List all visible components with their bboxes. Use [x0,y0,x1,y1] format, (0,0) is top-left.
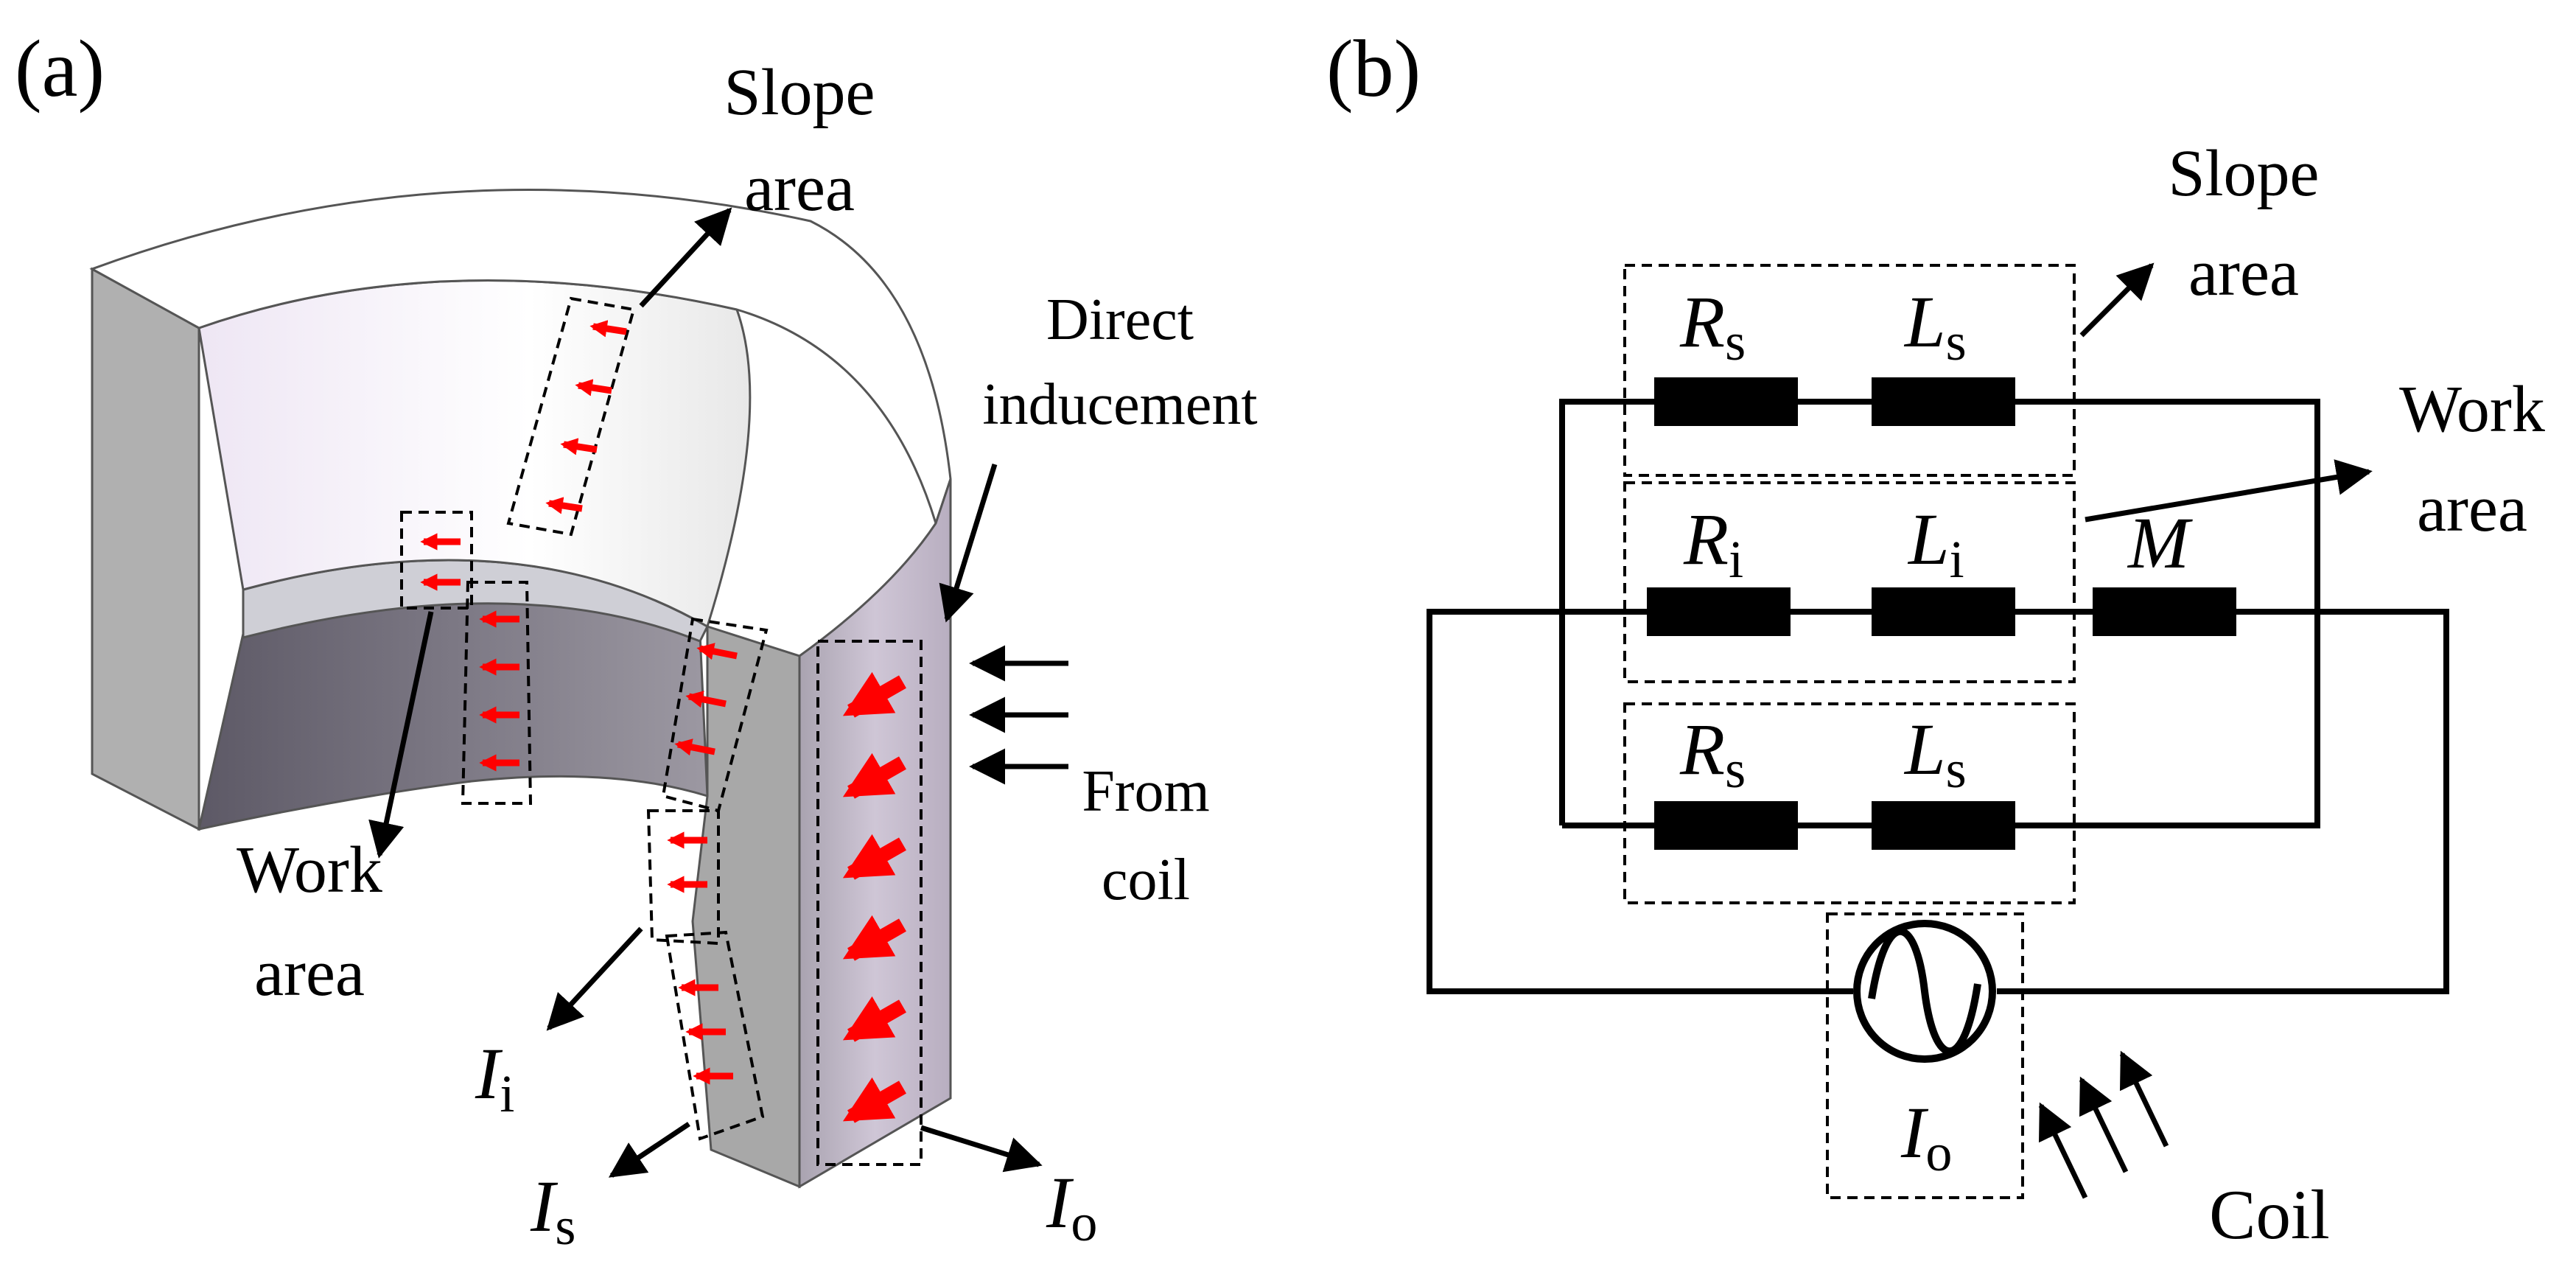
circuit-pointer-arrows [2038,262,2373,1199]
sine-wave-icon [1868,928,1981,1055]
left-cut-face [91,267,200,831]
top-face [89,189,952,527]
from-coil-label-1: From [1082,759,1209,824]
inner-wall [197,596,709,831]
io-source-label: Io [1900,1092,1952,1182]
slope-area-box-bottom [1623,702,2076,904]
mutual-inductance [2093,587,2236,636]
resistor-top [1654,377,1798,426]
coil-label: Coil [2209,1176,2330,1254]
work-box-4 [646,809,720,946]
current-io-label: Io [1046,1162,1097,1252]
slope-area-label-2: area [744,152,855,225]
work-area-label-1: Work [2399,373,2545,446]
outer-box [816,640,923,1166]
workpiece-3d-ring [89,189,952,1189]
slope-area-label-1: Slope [2168,137,2319,210]
coil-arrow-2 [2079,1076,2129,1173]
inductor-middle [1872,587,2015,636]
li-label: Li [1907,498,1964,589]
ac-source [1853,920,1996,1063]
coil-arrow-1 [2038,1102,2088,1199]
region-boxes [400,296,923,1166]
direct-inducement-label-2: inducement [982,372,1257,437]
inductor-top [1872,377,2015,426]
from-coil-label-2: coil [1102,848,1190,912]
resistor-bottom [1654,801,1798,850]
direct-inducement-label-1: Direct [1046,287,1194,352]
outer-current-arrows [842,671,906,1123]
work-box-5 [665,930,765,1141]
work-area-pointer [2085,459,2373,523]
slope-area-box-top [1623,264,2076,477]
coil-arrow-3 [2119,1050,2169,1148]
outer-face [798,478,952,1189]
work-area-label-1: Work [237,834,382,907]
pointer-arrows [368,207,1068,1178]
circuit-boxes [1623,264,2076,1199]
work-box-2 [461,581,533,805]
resistor-middle [1647,587,1791,636]
source-box [1826,912,2024,1199]
rs-bottom-label: Rs [1679,708,1746,799]
work-box-1 [400,511,473,610]
panel-a-tag: (a) [15,24,105,114]
panel-b-tag: (b) [1326,24,1421,114]
inductor-bottom [1872,801,2015,850]
ls-bottom-label: Ls [1903,708,1967,799]
rs-top-label: Rs [1679,281,1746,371]
slope-pointer [639,207,732,308]
work-area-label-2: area [2417,472,2527,545]
direct-pointer [939,463,998,623]
panel-b: (b) [1326,24,2545,1254]
parallel-loop [1559,399,2320,828]
work-area-label-2: area [254,937,365,1010]
is-pointer [608,1122,690,1178]
slope-area-label-1: Slope [724,56,875,129]
current-is-label: Is [530,1165,575,1256]
slope-area-pointer [2079,262,2155,338]
circuit-components [1647,377,2236,850]
ri-label: Ri [1683,498,1743,589]
current-arrows [420,320,738,1085]
front-cut-face [691,624,801,1189]
ii-pointer [546,926,643,1031]
slope-box [506,296,636,537]
ls-top-label: Ls [1903,281,1967,371]
panel-a: (a) [15,24,1258,1256]
io-pointer [920,1125,1043,1173]
work-pointer [368,611,434,859]
m-label: M [2127,502,2193,584]
current-ii-label: Ii [475,1033,514,1123]
slope-area-label-2: area [2188,237,2299,310]
work-area-box [1623,481,2076,683]
